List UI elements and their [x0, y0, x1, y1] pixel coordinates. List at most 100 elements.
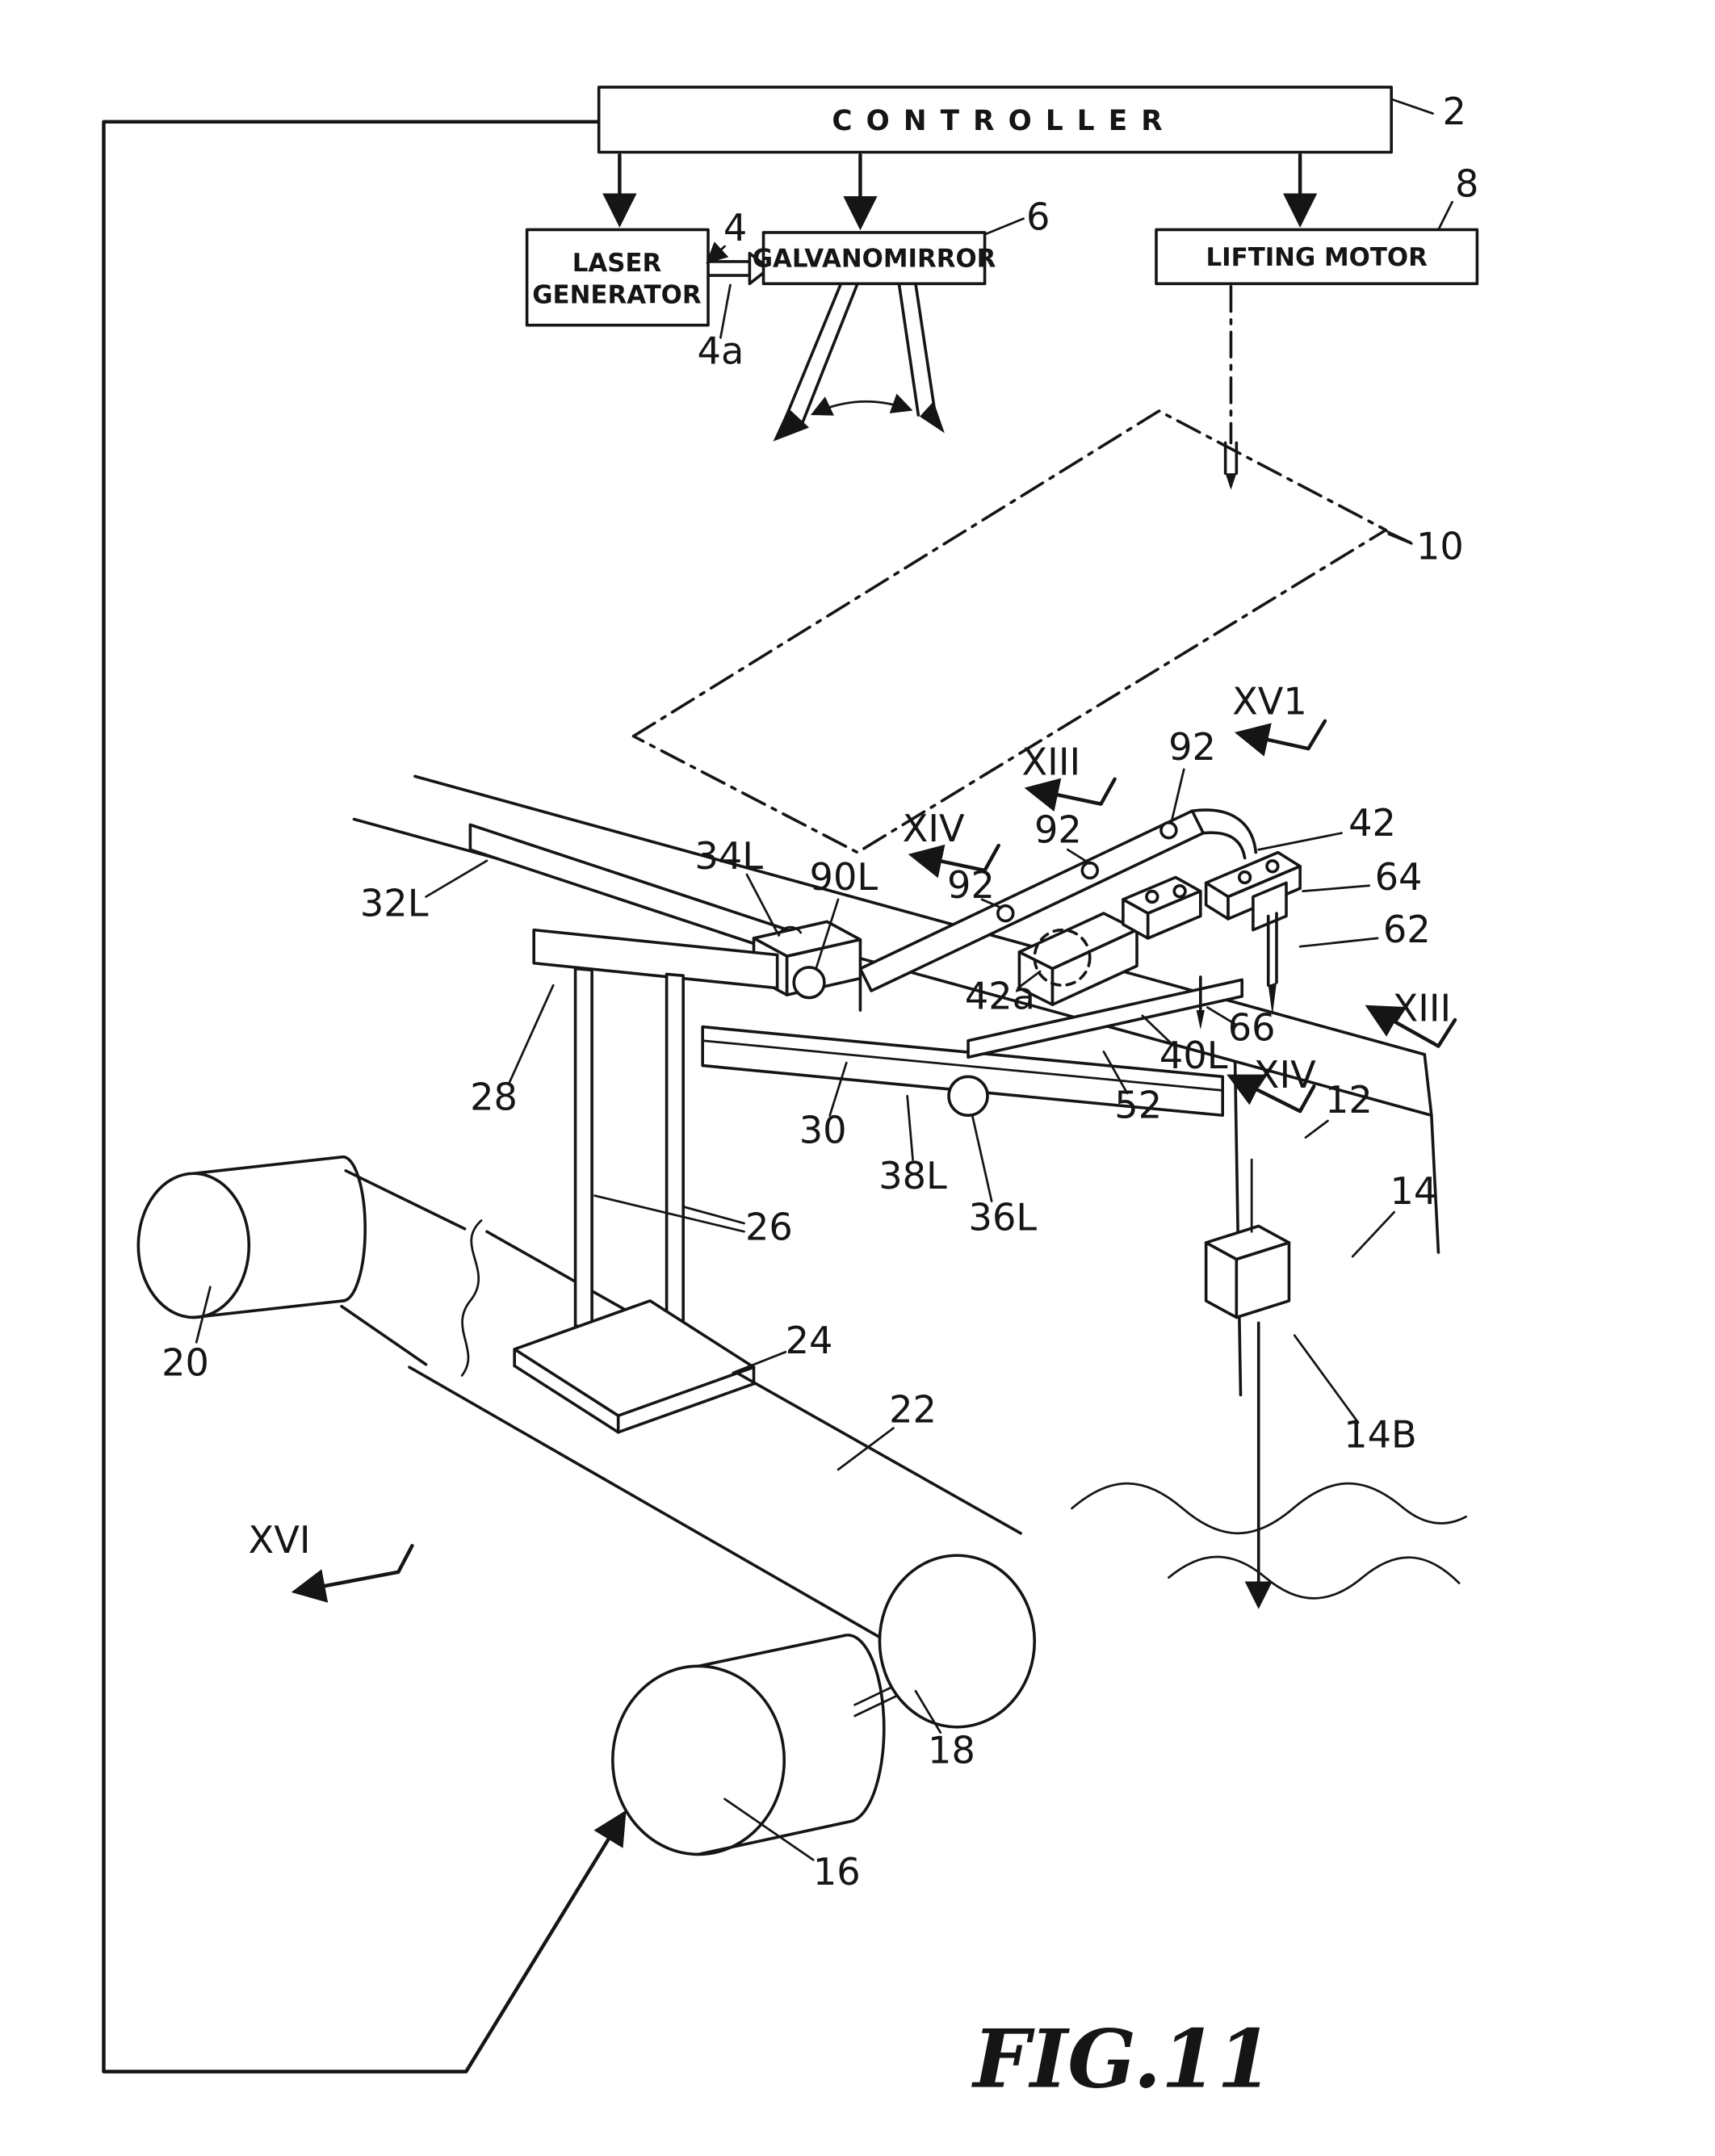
break-line-upper [1071, 1482, 1468, 1535]
ref-label-30: 30 [799, 1109, 847, 1152]
conveyor [136, 1155, 1037, 1856]
section-label-xv1: XV1 [1232, 679, 1307, 723]
ref-label-92-c: 92 [947, 863, 995, 907]
section-label-xiv-right: XIV [1254, 1053, 1316, 1097]
ref-label-36l: 36L [969, 1196, 1038, 1239]
ref-label-42a: 42a [965, 974, 1035, 1017]
section-labels: XV1 XIII XIV XIII XIV XVI [249, 679, 1452, 1562]
controller-feedback-line [102, 120, 627, 2074]
roller-18 [878, 1554, 1037, 1729]
ref-label-52: 52 [1114, 1084, 1162, 1127]
ref-label-14: 14 [1390, 1169, 1437, 1213]
laser-beam-arrow [706, 241, 771, 339]
support-assembly [513, 928, 779, 1434]
roller-36l [947, 1075, 989, 1118]
table-leg-side [1235, 1241, 1291, 1319]
ref-label-90l: 90L [810, 855, 878, 899]
lifting-motor-label: LIFTING MOTOR [1206, 243, 1428, 272]
ref-label-62: 62 [1383, 908, 1431, 951]
leader-lines [195, 530, 1412, 1861]
lifting-motor-shaft [1223, 284, 1239, 490]
ref-label-28: 28 [470, 1075, 518, 1118]
ref-label-40l: 40L [1159, 1034, 1228, 1077]
ref-label-8: 8 [1455, 161, 1478, 205]
belt-break-line [460, 1219, 483, 1377]
ref-label-12: 12 [1325, 1078, 1373, 1122]
ref-label-18: 18 [928, 1728, 975, 1772]
hole-42a [1033, 928, 1092, 987]
ref-label-6: 6 [1026, 195, 1050, 238]
needle-66 [1268, 982, 1277, 1016]
laser-generator-box [525, 228, 710, 327]
galvanomirror-label: GALVANOMIRROR [753, 245, 996, 274]
lifting-motor-block: LIFTING MOTOR [1155, 200, 1479, 286]
ref-label-2: 2 [1443, 90, 1466, 133]
galvanomirror-block: GALVANOMIRROR [753, 217, 1025, 286]
section-arrow-xv1 [1234, 719, 1327, 757]
controller-label: CONTROLLER [832, 105, 1176, 137]
ref-label-24: 24 [786, 1319, 833, 1362]
section-arrows [291, 719, 1457, 1603]
laser-generator-label-line2: GENERATOR [532, 280, 702, 309]
galvanomirror-beams [773, 282, 945, 442]
figure-caption: FIG.11 [971, 2012, 1273, 2106]
laser-generator-block: LASER GENERATOR [525, 228, 710, 327]
section-arrow-xiv-right [1226, 1074, 1316, 1114]
bracket-28 [532, 928, 779, 990]
section-label-xiii-top: XIII [1022, 740, 1081, 784]
controller-box [597, 86, 1393, 154]
belt-bottom-edge [408, 1365, 908, 1654]
column-26-a [573, 967, 593, 1330]
section-label-xiv-top: XIV [903, 807, 965, 850]
scan-sweep-arrow [810, 393, 913, 416]
screw-92-b [1080, 861, 1099, 880]
section-arrow-xiv-top [908, 843, 1000, 879]
section-label-xvi: XVI [249, 1518, 311, 1562]
screw-92-c [1159, 821, 1178, 840]
section-arrow-xiii-top [1024, 777, 1117, 812]
ref-label-10: 10 [1416, 524, 1464, 568]
ref-label-38l: 38L [878, 1154, 947, 1198]
ref-label-14b: 14B [1344, 1413, 1417, 1457]
section-arrow-xvi [291, 1544, 414, 1603]
slide-52 [967, 978, 1243, 1059]
ref-6-leader [984, 217, 1025, 235]
workpiece-plane [631, 409, 1414, 854]
ref-4-leader [706, 241, 729, 264]
controller-block: CONTROLLER [597, 86, 1434, 154]
roller-20 [136, 1172, 251, 1319]
control-arrows [602, 153, 1318, 231]
ref-8-leader [1437, 200, 1453, 231]
plate-24 [513, 1299, 756, 1417]
lifting-motor-box [1155, 228, 1479, 286]
ref-label-22: 22 [889, 1388, 937, 1432]
ref-label-26: 26 [745, 1205, 793, 1248]
laser-beam-arrowhead [748, 251, 771, 286]
screw-92-a [996, 904, 1015, 923]
ref-label-92-b: 92 [1034, 808, 1082, 852]
head-unit [1017, 875, 1202, 1006]
pin-66 [1196, 1010, 1205, 1030]
ref-label-42: 42 [1348, 801, 1396, 845]
break-line-lower [1168, 1555, 1461, 1600]
plane-outline [631, 409, 1388, 854]
reference-labels: 2 4 4a 6 8 10 12 14 14B 16 18 20 22 24 2… [161, 90, 1478, 1894]
rail-42 [858, 808, 1258, 1012]
ref-label-32l: 32L [360, 881, 429, 925]
beam-30 [701, 1025, 1225, 1118]
ref-label-66: 66 [1228, 1006, 1276, 1050]
ref-label-64: 64 [1375, 855, 1423, 899]
ref-label-16: 16 [813, 1850, 861, 1894]
ref-4a-leader [719, 283, 732, 339]
ref-label-34l: 34L [694, 834, 763, 878]
section-arrow-xiii-right [1365, 1005, 1457, 1048]
ref-label-92-a: 92 [1168, 725, 1216, 769]
ref-2-leader [1391, 99, 1434, 115]
roller-16 [611, 1664, 786, 1856]
ref-label-20: 20 [161, 1340, 209, 1384]
wheel-90l [792, 966, 826, 1000]
ref-label-4a: 4a [698, 329, 744, 373]
needle-assembly [1196, 850, 1302, 1030]
